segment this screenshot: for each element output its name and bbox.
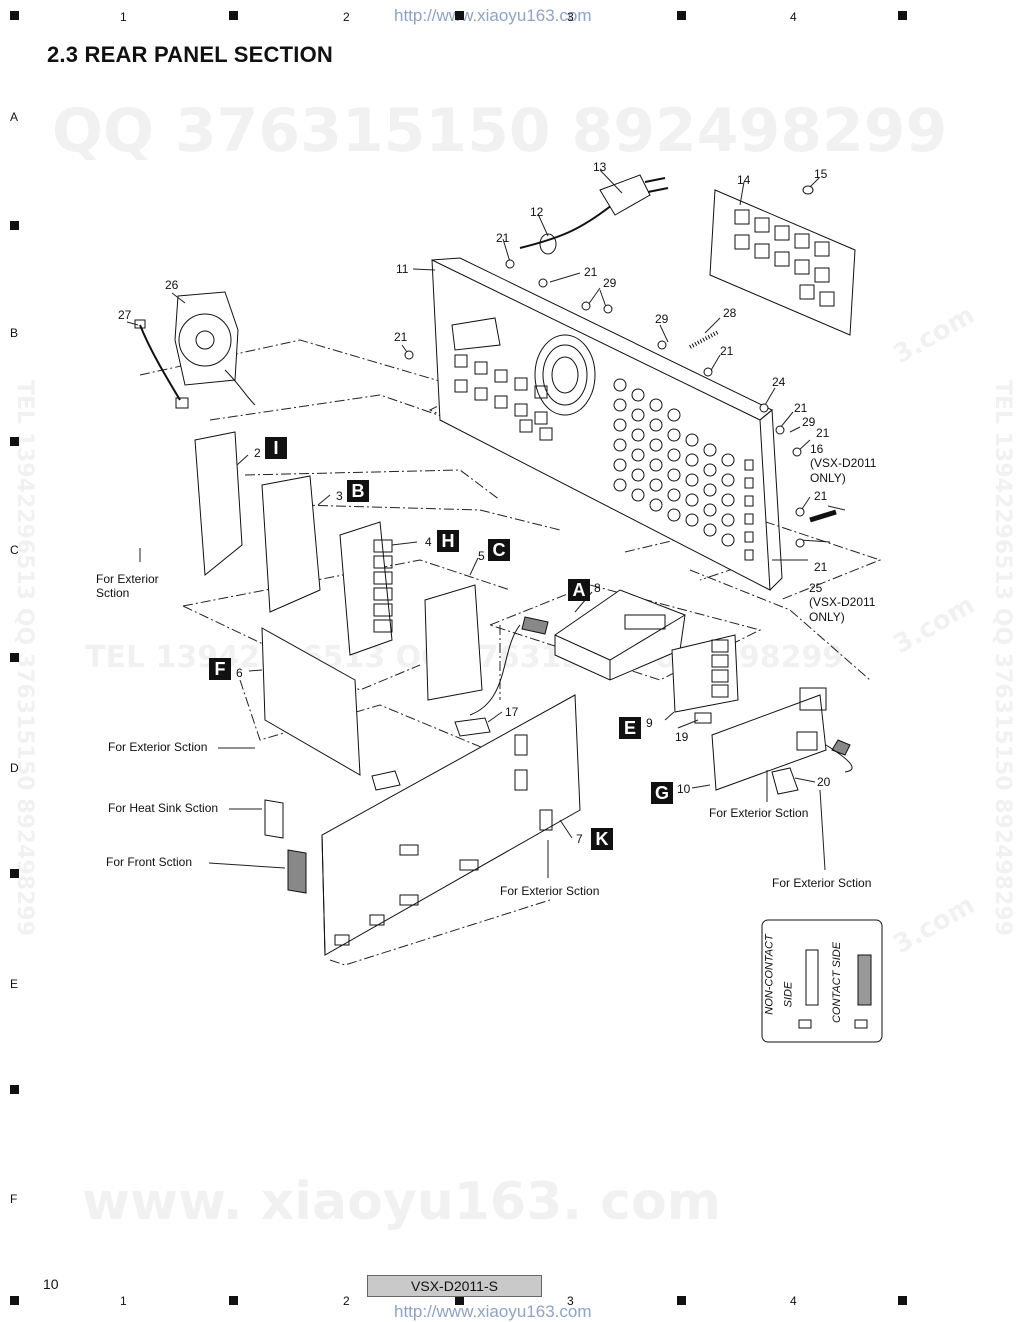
reg-mark [10,11,19,20]
part-5: 5 [478,549,485,563]
row-a: A [10,110,19,124]
note-model: (VSX-D2011 [810,456,877,470]
reg-mark [10,1085,19,1094]
page-title: 2.3 REAR PANEL SECTION [47,42,333,67]
row-d: D [10,761,19,775]
part-12: 12 [530,205,544,219]
col-1-top: 1 [120,10,127,24]
col-2-bottom: 2 [343,1294,350,1308]
col-1-bottom: 1 [120,1294,127,1308]
board-badge-g: G [651,782,673,804]
reg-mark [10,221,19,230]
part-28: 28 [723,306,737,320]
col-4-bottom: 4 [790,1294,797,1308]
part-4: 4 [425,535,432,549]
ref-exterior-1: For Exterior Sction [108,740,208,754]
row-b: B [10,326,19,340]
part-21: 21 [816,426,830,440]
model-label: VSX-D2011-S [367,1275,542,1297]
part-7: 7 [576,832,583,846]
part-21: 21 [794,401,808,415]
col-3-bottom: 3 [567,1294,574,1308]
watermark-www: www. xiaoyu163. com [82,1172,721,1232]
part-26: 26 [165,278,179,292]
ref-heat-sink: For Heat Sink Sction [108,801,219,815]
bottom-url: http://www.xiaoyu163.com [394,1302,592,1321]
legend-non-contact: NON-CONTACT [763,934,776,1015]
part-29: 29 [603,276,617,290]
part-21: 21 [720,344,734,358]
ref-exterior-4: For Exterior Sction [772,876,872,890]
board-badge-e: E [619,717,641,739]
reg-mark [229,11,238,20]
ref-front: For Front Sction [106,855,193,869]
part-20: 20 [817,775,831,789]
top-url: http://www.xiaoyu163.com [394,6,592,25]
part-6: 6 [236,666,243,680]
col-3-top: 3 [567,10,574,24]
part-21: 21 [394,330,408,344]
reg-mark [10,869,19,878]
board-badge-k: K [591,828,613,850]
reg-mark [10,1296,19,1305]
part-17: 17 [505,705,519,719]
reg-mark [229,1296,238,1305]
reg-mark [898,11,907,20]
part-13: 13 [593,160,607,174]
board-badge-i: I [265,437,287,459]
board-badge-b: B [347,480,369,502]
page-number: 10 [43,1276,59,1292]
part-29: 29 [655,312,669,326]
part-10: 10 [677,782,691,796]
part-14: 14 [737,173,751,187]
part-25: 25 [809,581,823,595]
part-9: 9 [646,716,653,730]
part-29: 29 [802,415,816,429]
part-19: 19 [675,730,689,744]
row-e: E [10,977,19,991]
part-16: 16 [810,442,824,456]
part-24: 24 [772,375,786,389]
reg-mark [677,1296,686,1305]
row-f: F [10,1192,18,1206]
reg-mark [677,11,686,20]
ref-exterior-a: For Exterior [96,572,159,586]
watermark-qq: QQ 376315150 892498299 [52,96,948,166]
board-badge-h: H [437,530,459,552]
note-only: ONLY) [810,471,846,485]
row-c: C [10,543,19,557]
part-3: 3 [336,489,343,503]
part-15: 15 [814,167,828,181]
ref-exterior-2: For Exterior Sction [500,884,600,898]
reg-mark [10,437,19,446]
part-11: 11 [396,262,409,276]
col-4-top: 4 [790,10,797,24]
board-badge-c: C [488,539,510,561]
part-21: 21 [584,265,598,279]
part-21: 21 [814,489,828,503]
note-only: ONLY) [809,610,845,624]
ref-exterior-b: Sction [96,586,130,600]
reg-mark [455,11,464,20]
note-model: (VSX-D2011 [809,595,876,609]
board-badge-a: A [568,579,590,601]
part-21: 21 [814,560,828,574]
part-2: 2 [254,446,261,460]
reg-mark [10,653,19,662]
watermark-tel-right: TEL 13942296513 QQ 376315150 892498299 [990,380,1015,937]
ref-exterior-3: For Exterior Sction [709,806,809,820]
part-27: 27 [118,308,132,322]
reg-mark [898,1296,907,1305]
part-8: 8 [594,581,601,595]
board-badge-f: F [209,658,231,680]
legend-contact-side: CONTACT SIDE [831,941,844,1024]
legend-side: SIDE [782,981,795,1008]
reg-mark [455,1296,464,1305]
col-2-top: 2 [343,10,350,24]
part-21: 21 [496,231,510,245]
